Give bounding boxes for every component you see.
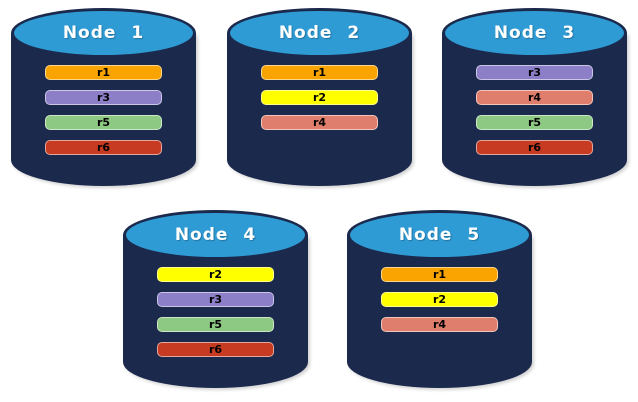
replica-bar-r5: r5: [476, 115, 593, 130]
node-cylinder-5: Node 5 r1 r2 r4: [347, 210, 532, 388]
cylinder-top-ellipse: Node 3: [442, 8, 627, 58]
replica-list: r1 r2 r4: [381, 267, 498, 332]
node-cylinder-4: Node 4 r2 r3 r5 r6: [123, 210, 308, 388]
node-cylinder-2: Node 2 r1 r2 r4: [227, 8, 412, 186]
node-label: Node 3: [493, 23, 576, 43]
replica-bar-r4: r4: [261, 115, 378, 130]
replica-bar-r1: r1: [45, 65, 162, 80]
cylinder-body: [442, 33, 627, 186]
replica-bar-r4: r4: [381, 317, 498, 332]
replica-bar-r4: r4: [476, 90, 593, 105]
node-cylinder-3: Node 3 r3 r4 r5 r6: [442, 8, 627, 186]
node-label: Node 4: [174, 225, 257, 245]
replica-list: r1 r3 r5 r6: [45, 65, 162, 155]
cylinder-body: [227, 33, 412, 186]
replica-bar-r5: r5: [45, 115, 162, 130]
replica-bar-r6: r6: [157, 342, 274, 357]
cylinder-top-ellipse: Node 4: [123, 210, 308, 260]
node-label: Node 1: [62, 23, 145, 43]
cylinder-top-ellipse: Node 2: [227, 8, 412, 58]
cylinder-body: [347, 235, 532, 388]
node-label: Node 5: [398, 225, 481, 245]
replica-bar-r1: r1: [261, 65, 378, 80]
cylinder-top-ellipse: Node 1: [11, 8, 196, 58]
replica-bar-r2: r2: [261, 90, 378, 105]
replica-bar-r2: r2: [157, 267, 274, 282]
replica-list: r1 r2 r4: [261, 65, 378, 130]
cylinder-body: [123, 235, 308, 388]
replica-bar-r1: r1: [381, 267, 498, 282]
node-cylinder-1: Node 1 r1 r3 r5 r6: [11, 8, 196, 186]
replica-list: r2 r3 r5 r6: [157, 267, 274, 357]
replica-bar-r3: r3: [157, 292, 274, 307]
replica-bar-r5: r5: [157, 317, 274, 332]
replica-bar-r2: r2: [381, 292, 498, 307]
replica-bar-r6: r6: [45, 140, 162, 155]
replica-bar-r3: r3: [476, 65, 593, 80]
replica-bar-r6: r6: [476, 140, 593, 155]
replica-list: r3 r4 r5 r6: [476, 65, 593, 155]
replica-bar-r3: r3: [45, 90, 162, 105]
cylinder-top-ellipse: Node 5: [347, 210, 532, 260]
node-label: Node 2: [278, 23, 361, 43]
cylinder-body: [11, 33, 196, 186]
